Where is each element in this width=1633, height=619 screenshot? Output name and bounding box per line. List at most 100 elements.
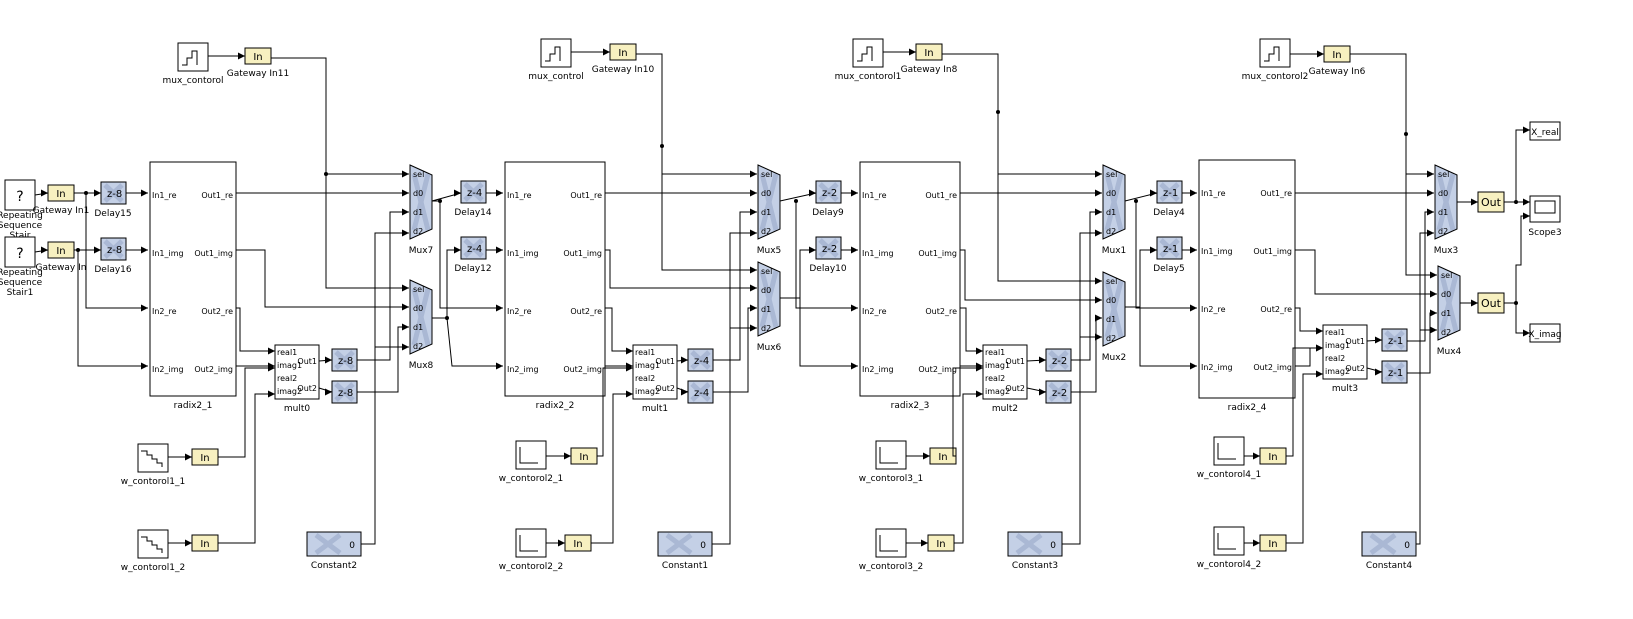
signal-line <box>1350 53 1434 175</box>
delay-block[interactable]: z-2 <box>1045 380 1072 404</box>
mux-port-sel: sel <box>1106 277 1117 286</box>
mux-block[interactable] <box>1102 271 1126 347</box>
mult-block[interactable] <box>1322 324 1368 380</box>
delay-value: z-1 <box>1388 368 1403 379</box>
signal-line <box>236 307 275 352</box>
mult-block[interactable] <box>632 344 678 400</box>
repeating-sequence-stair[interactable] <box>4 179 36 211</box>
constant-block[interactable] <box>306 531 362 557</box>
delay-block[interactable]: z-2 <box>815 180 842 204</box>
gateway-label: Gateway In11 <box>227 69 289 79</box>
mux-block[interactable] <box>1434 164 1458 240</box>
delay-value: z-8 <box>338 388 353 399</box>
w-source-3-1[interactable] <box>875 440 907 470</box>
delay-block[interactable]: z-8 <box>331 348 358 372</box>
mux-block[interactable] <box>409 279 433 355</box>
radix-block[interactable] <box>149 161 237 397</box>
signal-line <box>1135 201 1197 309</box>
delay-block[interactable]: z-2 <box>1045 348 1072 372</box>
stair-down-icon <box>141 536 163 553</box>
delay-block[interactable]: z-2 <box>815 236 842 260</box>
arrow-head-icon <box>402 343 409 351</box>
scope-block[interactable] <box>1529 195 1561 223</box>
arrow-head-icon <box>750 266 757 274</box>
delay-block[interactable]: z-8 <box>100 237 127 261</box>
xilinx-logo-icon <box>334 350 355 370</box>
signal-line <box>799 298 858 367</box>
question-icon: ? <box>16 246 23 262</box>
repeating-sequence-stair1[interactable] <box>4 236 36 268</box>
delay-block[interactable]: z-8 <box>100 181 127 205</box>
mux-port-d0: d0 <box>413 304 423 313</box>
radix-block[interactable] <box>1198 159 1296 399</box>
delay-label: Delay9 <box>812 208 844 218</box>
delay-block[interactable]: z-1 <box>1156 236 1183 260</box>
radix-block[interactable] <box>504 161 606 397</box>
signal-line <box>218 393 275 544</box>
w-source-4-1[interactable] <box>1213 436 1245 466</box>
arrow-head-icon <box>1430 326 1437 334</box>
delay-block[interactable]: z-4 <box>687 380 714 404</box>
arrow-head-icon <box>325 388 332 396</box>
arrow-head-icon <box>1430 309 1437 317</box>
radix-in-port: In2_re <box>1201 305 1226 314</box>
gateway-text: In <box>200 453 209 464</box>
w-source-2-1[interactable] <box>515 440 547 470</box>
constant-value: 0 <box>700 541 706 551</box>
mux-block[interactable] <box>409 164 433 240</box>
mux-block[interactable] <box>757 164 781 240</box>
signal-line <box>713 211 757 361</box>
constant-block[interactable] <box>657 531 713 557</box>
mult-block[interactable] <box>982 344 1028 400</box>
x-real-output[interactable] <box>1529 121 1561 141</box>
mux-port-d2: d2 <box>761 227 771 236</box>
mux-label: Mux8 <box>409 361 434 371</box>
xilinx-logo-icon <box>759 270 779 328</box>
delay-block[interactable]: z-4 <box>687 348 714 372</box>
mult-label: mult1 <box>642 404 668 414</box>
gateway-label: Gateway In <box>36 263 87 273</box>
gateway-text: In <box>1268 539 1277 550</box>
mux-block[interactable] <box>757 261 781 337</box>
mult-in-port: imag1 <box>1325 341 1350 350</box>
constant-block[interactable] <box>1007 531 1063 557</box>
w-source-2-2[interactable] <box>515 528 547 558</box>
mux-port-d1: d1 <box>1106 315 1116 324</box>
arrow-head-icon <box>402 189 409 197</box>
w-source-3-2[interactable] <box>875 528 907 558</box>
radix-block[interactable] <box>859 161 961 397</box>
delay-block[interactable]: z-4 <box>460 236 487 260</box>
mux-source-1[interactable] <box>177 42 209 72</box>
mult-in-port: imag2 <box>985 387 1010 396</box>
constant-block[interactable] <box>1361 531 1417 557</box>
mux-block[interactable] <box>1437 265 1461 341</box>
w-source-1-2[interactable] <box>137 529 169 559</box>
arrow-head-icon <box>402 323 409 331</box>
arrow-head-icon <box>454 189 461 197</box>
delay-block[interactable]: z-4 <box>460 180 487 204</box>
radix-out-port: Out2_re <box>1260 305 1292 314</box>
xilinx-logo-icon <box>1384 362 1405 382</box>
delay-block[interactable]: z-1 <box>1381 360 1408 384</box>
w-source-4-2[interactable] <box>1213 526 1245 556</box>
mux-block[interactable] <box>1102 164 1126 240</box>
signal-line <box>780 249 816 299</box>
x-imag-output[interactable] <box>1529 323 1561 343</box>
mux-source-3[interactable] <box>852 38 884 68</box>
w-source-1-1[interactable] <box>137 443 169 473</box>
mult-block[interactable] <box>274 344 320 400</box>
mux-source-4[interactable] <box>1259 38 1291 68</box>
mux-port-d1: d1 <box>761 305 771 314</box>
delay-value: z-8 <box>107 245 122 256</box>
arrow-head-icon <box>603 48 610 56</box>
w-source-1-1-label: w_contorol1_1 <box>121 477 186 487</box>
delay-block[interactable]: z-1 <box>1381 328 1408 352</box>
delay-block[interactable]: z-8 <box>331 380 358 404</box>
mux-source-2[interactable] <box>540 38 572 68</box>
delay-value: z-4 <box>694 356 709 367</box>
delay-block[interactable]: z-1 <box>1156 180 1183 204</box>
radix-out-port: Out1_re <box>925 191 957 200</box>
arrow-head-icon <box>681 356 688 364</box>
xilinx-logo-icon <box>463 238 484 258</box>
arrow-head-icon <box>268 347 275 355</box>
